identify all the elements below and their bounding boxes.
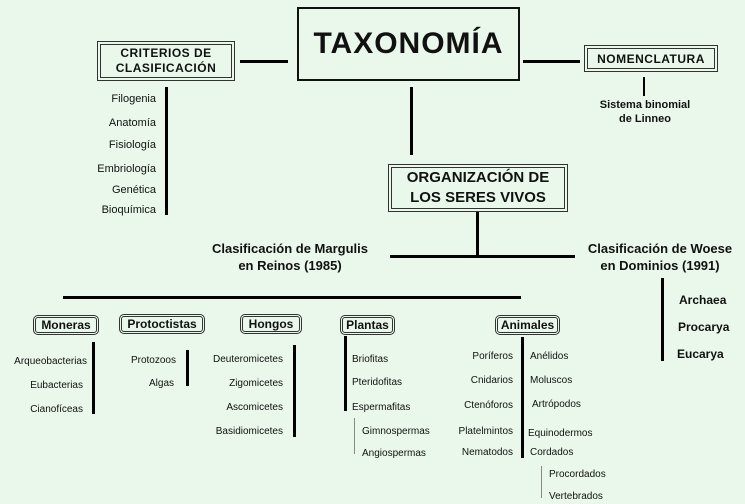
organization-box: ORGANIZACIÓN DE LOS SERES VIVOS (391, 167, 565, 209)
linneo-line1: Sistema binomial (599, 99, 691, 111)
animales-list-line (521, 337, 524, 458)
list-item: Anélidos (530, 351, 569, 362)
list-item: Briofitas (352, 354, 389, 365)
woese-line2: en Dominios (1991) (600, 258, 720, 273)
list-item: Ctenóforos (464, 400, 513, 411)
linneo-line2: de Linneo (619, 113, 671, 125)
title-box: TAXONOMÍA (297, 7, 520, 81)
list-item: Zigomicetes (229, 378, 283, 389)
criteria-item: Embriología (97, 163, 156, 175)
kingdom-label: Animales (500, 318, 555, 332)
criteria-box: CRITERIOS DE CLASIFICACIÓN (100, 44, 232, 78)
page-title: TAXONOMÍA (313, 27, 504, 60)
hongos-list-line (293, 345, 296, 437)
list-item: Deuteromicetes (212, 354, 283, 365)
kingdom-label: Moneras (41, 318, 91, 332)
list-item: Algas (148, 378, 174, 389)
list-sub-item: Procordados (549, 469, 606, 480)
list-item: Arqueobacterias (14, 356, 87, 367)
domain-item: Procarya (678, 320, 730, 334)
list-item: Eubacterias (30, 380, 83, 391)
margulis-line1: Clasificación de Margulis (211, 241, 369, 256)
list-item: Nematodos (461, 447, 513, 458)
margulis-line2: en Reinos (1985) (238, 258, 342, 273)
woese-label: Clasificación de Woese en Dominios (1991… (578, 240, 742, 274)
list-item: Cianofíceas (30, 404, 83, 415)
list-item: Equinodermos (528, 428, 593, 439)
list-item: Espermafitas (352, 402, 411, 413)
title-to-nomenclature-line (523, 60, 580, 63)
nomenclature-box: NOMENCLATURA (587, 48, 715, 69)
list-item: Protozoos (130, 355, 176, 366)
linneo-text: Sistema binomial de Linneo (585, 98, 705, 126)
list-item: Moluscos (530, 375, 573, 386)
title-to-organization-line (410, 87, 413, 155)
criteria-label-line1: CRITERIOS DE (120, 46, 212, 60)
organization-line2: LOS SERES VIVOS (410, 189, 546, 206)
list-sub-item: Angiospermas (362, 448, 426, 459)
kingdoms-bar-line (63, 296, 521, 299)
plantas-sub-line (354, 418, 355, 454)
list-item: Cordados (530, 447, 574, 458)
list-item: Cnidarios (470, 375, 513, 386)
moneras-list-line (92, 342, 95, 414)
criteria-item: Genética (111, 184, 156, 196)
domain-item: Archaea (679, 293, 727, 307)
list-item: Poríferos (472, 351, 513, 362)
nomenclature-to-linneo-line (643, 77, 645, 96)
criteria-item: Anatomía (108, 117, 156, 129)
criteria-item: Bioquímica (101, 204, 156, 216)
kingdom-label: Protoctistas (127, 317, 197, 331)
woese-list-line (661, 278, 664, 361)
organization-line1: ORGANIZACIÓN DE (406, 169, 550, 186)
protoctistas-list-line (186, 350, 189, 386)
organization-stem-line (476, 212, 479, 257)
criteria-list-line (165, 87, 168, 215)
kingdom-label: Plantas (346, 318, 389, 332)
list-item: Artrópodos (532, 399, 581, 410)
list-item: Basidiomicetes (215, 426, 283, 437)
kingdom-hongos: Hongos (242, 316, 300, 332)
criteria-item: Filogenia (111, 93, 156, 105)
classification-branch-line (390, 255, 575, 258)
list-item: Platelmintos (458, 426, 513, 437)
kingdom-label: Hongos (248, 317, 294, 331)
kingdom-animales: Animales (497, 317, 558, 333)
criteria-label-line2: CLASIFICACIÓN (115, 61, 217, 75)
list-item: Pteridofitas (352, 377, 403, 388)
domain-item: Eucarya (677, 347, 724, 361)
list-item: Ascomicetes (226, 402, 283, 413)
criteria-item: Fisiología (108, 139, 156, 151)
kingdom-protoctistas: Protoctistas (121, 316, 203, 332)
title-to-criteria-line (240, 60, 288, 63)
list-sub-item: Gimnospermas (362, 426, 430, 437)
woese-line1: Clasificación de Woese (587, 241, 733, 256)
nomenclature-label: NOMENCLATURA (597, 51, 705, 66)
list-sub-item: Vertebrados (549, 491, 603, 502)
kingdom-moneras: Moneras (35, 317, 97, 333)
kingdom-plantas: Plantas (342, 317, 393, 333)
margulis-label: Clasificación de Margulis en Reinos (198… (195, 240, 385, 274)
animales-sub-line (541, 466, 542, 498)
plantas-list-line (344, 336, 347, 411)
